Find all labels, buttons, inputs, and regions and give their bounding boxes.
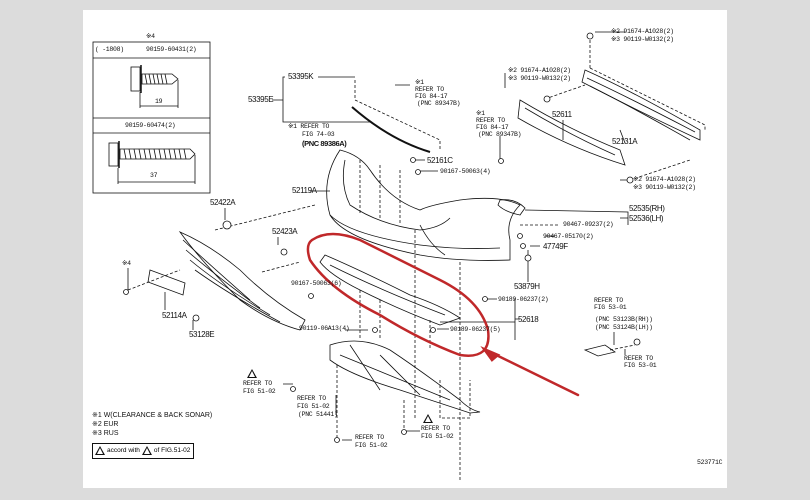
ref-51c-refer: REFER TO <box>355 434 384 441</box>
fastener-rus-3[interactable]: ※3 90119-W0132(2) <box>633 184 696 191</box>
ref-51b-fig[interactable]: FIG 51-02 <box>297 403 330 410</box>
ref-51c-fig[interactable]: FIG 51-02 <box>355 442 388 449</box>
legend-note-1: ※1 W(CLEARANCE & BACK SONAR) <box>92 412 213 419</box>
part-90467-09237[interactable]: 90467-09237(2) <box>563 221 614 228</box>
legend-note-2: ※2 EUR <box>92 421 119 428</box>
part-52161C[interactable]: 52161C <box>427 156 453 165</box>
fastener-eur-2[interactable]: ※2 91674-A1028(2) <box>508 67 571 74</box>
fastener-row2-length: 37 <box>150 172 158 179</box>
bumper-cover <box>326 149 521 261</box>
ref-53b-fig[interactable]: FIG 53-01 <box>624 362 657 369</box>
ref-53a-refer: REFER TO <box>594 297 623 304</box>
note-4: ※4 <box>122 260 131 267</box>
part-52131A[interactable]: 52131A <box>612 137 638 146</box>
fastener-box-note: ※4 <box>146 33 155 40</box>
bumper-reinforcement <box>517 99 626 166</box>
ref-53a-pnc-rh: (PNC 53123B(RH)) <box>595 316 653 323</box>
ref-53b-refer: REFER TO <box>624 355 653 362</box>
ref-74-fig[interactable]: FIG 74-03 <box>302 131 335 138</box>
warning-triangle-icon <box>95 445 105 455</box>
part-52114A[interactable]: 52114A <box>162 311 187 320</box>
radiator-grille <box>127 204 316 331</box>
ref-84b-note: ※1 <box>476 110 485 117</box>
screw-37-icon <box>108 141 196 184</box>
ref-51b-refer: REFER TO <box>297 395 326 402</box>
ref-51d-refer: REFER TO <box>421 425 450 432</box>
lower-absorber <box>319 230 520 480</box>
energy-absorber <box>544 40 706 181</box>
ref-84b-fig[interactable]: FIG 84-17 <box>476 124 509 131</box>
part-52535-rh[interactable]: 52535(RH) <box>629 204 665 213</box>
fastener-rus-2[interactable]: ※3 90119-W0132(2) <box>508 75 571 82</box>
fastener-eur-3[interactable]: ※2 91674-A1028(2) <box>633 176 696 183</box>
ref-51d-fig[interactable]: FIG 51-02 <box>421 433 454 440</box>
accord-fig: of FIG.51-02 <box>153 447 191 454</box>
red-highlight-annotation <box>306 232 580 397</box>
part-90167-50063-6[interactable]: 90167-50063(6) <box>291 280 342 287</box>
figure-id: 523771C <box>697 459 723 466</box>
ref-51b-pnc: (PNC 51441) <box>298 411 338 418</box>
ref-51a-refer: REFER TO <box>243 380 272 387</box>
ref-51a-fig[interactable]: FIG 51-02 <box>243 388 276 395</box>
part-90167-50063-4[interactable]: 90167-50063(4) <box>440 168 491 175</box>
part-52422A[interactable]: 52422A <box>210 198 236 207</box>
legend-note-3: ※3 RUS <box>92 430 119 437</box>
ref-84a-refer: REFER TO <box>415 86 444 93</box>
fastener-rus-1[interactable]: ※3 90119-W0132(2) <box>611 36 674 43</box>
warning-triangle-icon <box>141 445 152 455</box>
warning-triangle-icon <box>423 414 433 423</box>
warning-triangle-icon <box>247 369 257 378</box>
fastener-row1-range: ( -1808) <box>95 46 124 53</box>
accord-text: accord with <box>107 447 140 454</box>
fastener-box-frame <box>92 41 211 194</box>
ref-84b-refer: REFER TO <box>476 117 505 124</box>
diagram-page <box>83 10 727 488</box>
part-53128E[interactable]: 53128E <box>189 330 215 339</box>
fastener-row1-length: 19 <box>155 98 163 105</box>
engine-undercover <box>329 340 481 440</box>
part-90467-05170[interactable]: 90467-05170(2) <box>543 233 594 240</box>
ref-53a-fig[interactable]: FIG 53-01 <box>594 304 627 311</box>
part-53879H[interactable]: 53879H <box>514 282 540 291</box>
fastener-eur-1[interactable]: ※2 91674-A1028(2) <box>611 28 674 35</box>
part-53395K[interactable]: 53395K <box>288 72 314 81</box>
part-52618[interactable]: 52618 <box>518 315 539 324</box>
ref-84a-note: ※1 <box>415 79 424 86</box>
ref-53a-pnc-lh: (PNC 53124B(LH)) <box>595 324 653 331</box>
part-52611[interactable]: 52611 <box>552 110 572 119</box>
accord-note-box: accord with of FIG.51-02 <box>92 443 194 459</box>
part-90189-06237-2[interactable]: 90189-06237(2) <box>498 296 549 303</box>
ref-74-pnc: (PNC 89386A) <box>302 139 347 148</box>
ref-74-note: ※1 REFER TO <box>288 123 330 130</box>
fastener-row2-part[interactable]: 90159-60474(2) <box>125 122 176 129</box>
ref-84b-pnc: (PNC 89347B) <box>478 131 522 138</box>
part-47749F[interactable]: 47749F <box>543 242 568 251</box>
part-52119A[interactable]: 52119A <box>292 186 317 195</box>
part-53395E[interactable]: 53395E <box>248 95 274 104</box>
fastener-row1-part[interactable]: 90159-60431(2) <box>146 46 197 53</box>
part-90189-06237-5[interactable]: 90189-06237(5) <box>450 326 501 333</box>
part-52423A[interactable]: 52423A <box>272 227 298 236</box>
part-90119-06A13[interactable]: 90119-06A13(4) <box>299 325 350 332</box>
part-52536-lh[interactable]: 52536(LH) <box>629 214 664 223</box>
screw-19-icon <box>130 65 179 108</box>
ref-84a-fig[interactable]: FIG 84-17 <box>415 93 448 100</box>
ref-84a-pnc: (PNC 89347B) <box>417 100 461 107</box>
